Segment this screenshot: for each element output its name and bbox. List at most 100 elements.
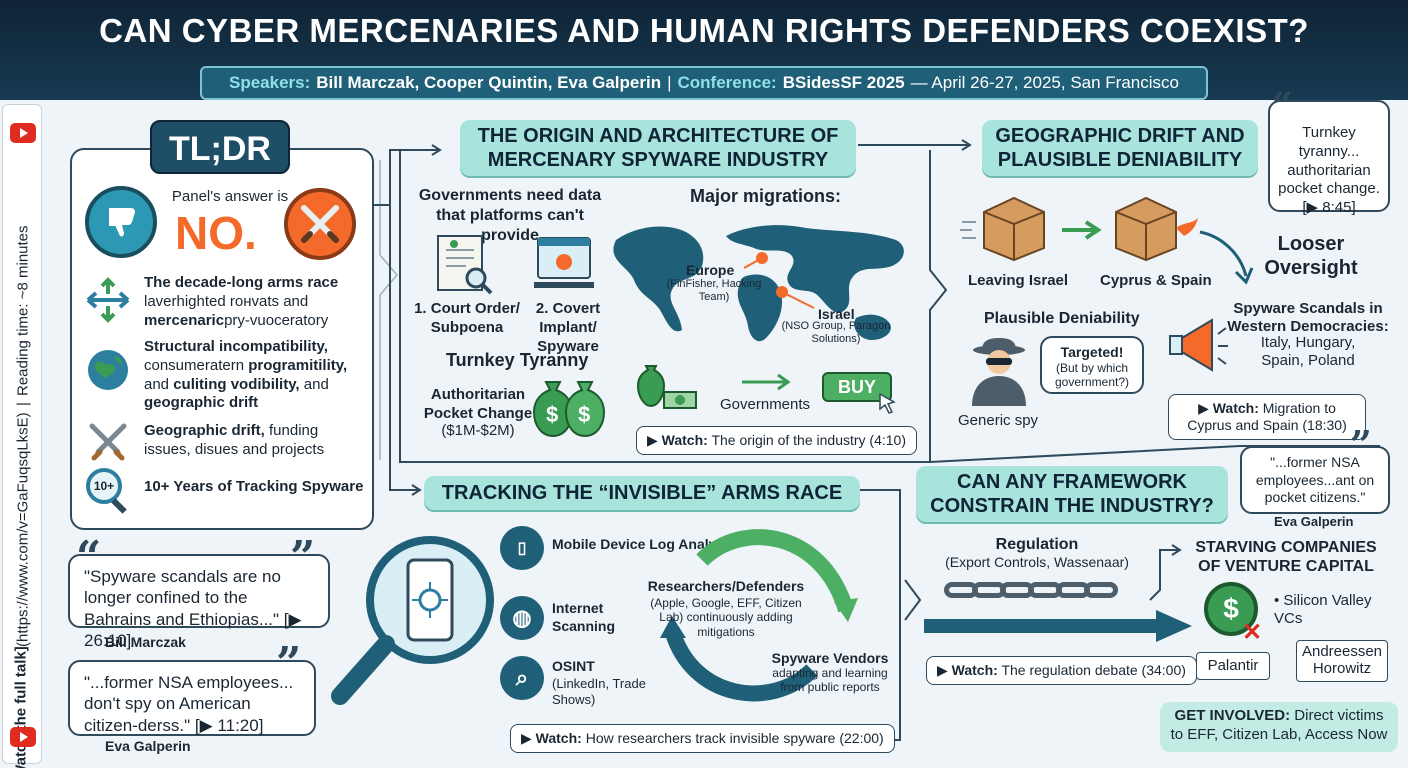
vendors-label: Spyware Vendors: [771, 650, 889, 666]
tldr-item-2-l4: geographic drift: [144, 394, 259, 412]
tldr-item-3-title: Geographic drift,: [144, 422, 265, 439]
tldr-item-1: The decade-long arms race laverhighted r…: [144, 274, 366, 330]
tldr-item-2-l3a: and: [144, 375, 170, 393]
quote-eva-left: "...former NSA employees... don't spy on…: [68, 660, 316, 736]
palantir-label: Palantir: [1196, 652, 1270, 680]
page-title: CAN CYBER MERCENARIES AND HUMAN RIGHTS D…: [99, 12, 1309, 49]
countries-label: Italy, Hungary, Spain, Poland: [1260, 334, 1356, 369]
origin-need: Governments need data that platforms can…: [418, 187, 602, 244]
researchers-sub: (Apple, Google, EFF, Citizen Lab) contin…: [650, 596, 802, 639]
x-mark-icon: ✕: [1242, 619, 1263, 646]
watch-geo-label: Watch:: [1212, 400, 1259, 416]
cyprus-label: Cyprus & Spain: [1100, 272, 1212, 289]
sidebar: [Watch the full talk] (https://www.com/v…: [2, 104, 42, 768]
watch-framework-text: The regulation debate (34:00): [1001, 662, 1186, 678]
money-stack-icon: [636, 364, 698, 410]
box-icon-cyprus: [1110, 188, 1200, 264]
subtitle-bar: Speakers: Bill Marczak, Cooper Quintin, …: [200, 66, 1208, 100]
origin-step2: 2. Covert Implant/ Spyware: [535, 300, 601, 355]
quote-close-icon-3: ”: [1350, 422, 1372, 467]
watch-origin-label: Watch:: [661, 432, 708, 448]
scandals-label: Spyware Scandals in Western Democracies:: [1227, 300, 1389, 335]
watch-framework-label: Watch:: [951, 662, 998, 678]
swords-icon: [84, 418, 132, 466]
watch-tracking-text: How researchers track invisible spyware …: [585, 730, 884, 746]
pocket-range: ($1M-$2M): [441, 422, 515, 439]
answer-no: NO.: [175, 207, 257, 259]
get-involved-text: Direct victims to EFF, Citizen Lab, Acce…: [1170, 707, 1388, 743]
researchers-label: Researchers/Defenders: [647, 578, 805, 594]
dollar-icon: $: [1204, 582, 1258, 636]
tracking-heading: TRACKING THE “INVISIBLE” ARMS RACE: [424, 476, 860, 510]
chain-icon: [944, 582, 1144, 602]
plausible-label: Plausible Deniability: [984, 310, 1140, 327]
israel-sub: (NSO Group, Paragon Solutions): [781, 320, 891, 345]
cycle-arrows: [660, 529, 858, 702]
ten-plus-badge: 10+: [86, 468, 122, 504]
crossed-swords-icon: [284, 188, 356, 260]
leaving-label: Leaving Israel: [968, 272, 1069, 289]
world-map: [606, 210, 912, 360]
watch-origin[interactable]: Watch: The origin of the industry (4:10): [636, 426, 917, 455]
quote-eva-right-author: Eva Galperin: [1274, 514, 1354, 529]
get-involved-label: GET INVOLVED:: [1174, 707, 1291, 724]
conference-date: — April 26-27, 2025, San Francisco: [910, 73, 1179, 92]
internet-globe-icon: ◍: [500, 596, 544, 640]
osint-search-icon: ⌕: [500, 656, 544, 700]
quote-close-icon: ”: [290, 532, 316, 583]
looser-arrow: [1199, 230, 1254, 285]
quote-eva-left-text: "...former NSA employees... don't spy on…: [84, 673, 294, 735]
israel-label: Israel: [818, 306, 855, 322]
quote-eva-left-author: Eva Galperin: [105, 738, 191, 754]
arrows-icon: [84, 276, 132, 324]
spy-icon: [964, 336, 1034, 408]
turnkey-label: Turnkey Tyranny: [446, 350, 589, 370]
targeted-bubble: [1040, 336, 1144, 394]
thumbs-down-icon: [85, 186, 157, 258]
tldr-item-3-title-rest: funding: [269, 422, 319, 439]
speakers-label: Speakers:: [229, 73, 311, 92]
tldr-item-4: 10+ Years of Tracking Spyware: [144, 478, 364, 495]
targeted-sub: (But by which government?): [1054, 361, 1130, 389]
tldr-item-2: Structural incompatibility, consumerater…: [144, 338, 366, 413]
europe-sub: (FinFisher, Hacking Team): [666, 278, 762, 303]
silicon-valley: • Silicon Valley VCs: [1274, 592, 1372, 627]
starving-label: STARVING COMPANIES OF VENTURE CAPITAL: [1195, 539, 1377, 576]
get-involved-box: GET INVOLVED: Direct victims to EFF, Cit…: [1160, 702, 1398, 752]
quote-bill-text: "Spyware scandals are no longer confined…: [84, 567, 302, 650]
speakers: Bill Marczak, Cooper Quintin, Eva Galper…: [316, 73, 662, 92]
tracking-method-3-sub: (LinkedIn, Trade Shows): [552, 676, 646, 707]
pocket-label: Authoritarian Pocket Change: [423, 386, 533, 422]
spy-label: Generic spy: [958, 412, 1039, 429]
watch-geo[interactable]: Watch: Migration to Cyprus and Spain (18…: [1168, 394, 1366, 440]
looser-oversight: Looser Oversight: [1264, 233, 1358, 279]
youtube-icon[interactable]: [10, 123, 36, 143]
watch-geo-text: Migration to Cyprus and Spain (18:30): [1187, 400, 1347, 433]
tldr-item-2-l3b: culiting vodibility,: [173, 375, 300, 393]
targeted-label: Targeted!: [1060, 344, 1124, 360]
conference: BSidesSF 2025: [782, 73, 905, 92]
svg-text:$: $: [578, 402, 590, 427]
quote-turnkey: Turnkey tyranny... authoritarian pocket …: [1268, 100, 1390, 216]
youtube-icon-bottom[interactable]: [10, 727, 36, 747]
watch-framework[interactable]: Watch: The regulation debate (34:00): [926, 656, 1197, 685]
answer-intro: Panel's answer is: [171, 188, 289, 205]
tldr-item-3-rest: issues, disues and projects: [144, 440, 325, 458]
tldr-heading: TL;DR: [150, 120, 290, 174]
cursor-icon: [878, 392, 898, 414]
svg-text:$: $: [546, 402, 558, 427]
quote-bill: "Spyware scandals are no longer confined…: [68, 554, 330, 650]
money-bags-icon: $$: [528, 376, 614, 440]
quote-open-icon: “: [76, 532, 102, 583]
framework-heading: CAN ANY FRAMEWORK CONSTRAIN THE INDUSTRY…: [916, 466, 1228, 522]
globe-icon: [84, 346, 132, 394]
tldr-item-2-l3c: and: [303, 375, 329, 393]
subtitle-separator: |: [667, 73, 672, 92]
origin-step1: 1. Court Order/ Subpoena: [414, 300, 520, 336]
europe-label: Europe: [686, 262, 735, 278]
ten-plus-icon: 10+: [86, 468, 132, 514]
migration-lines: [743, 257, 815, 309]
arrow-to-buy: [740, 372, 796, 392]
tldr-item-2-mid: programitility,: [248, 356, 348, 374]
watch-tracking[interactable]: Watch: How researchers track invisible s…: [510, 724, 895, 753]
